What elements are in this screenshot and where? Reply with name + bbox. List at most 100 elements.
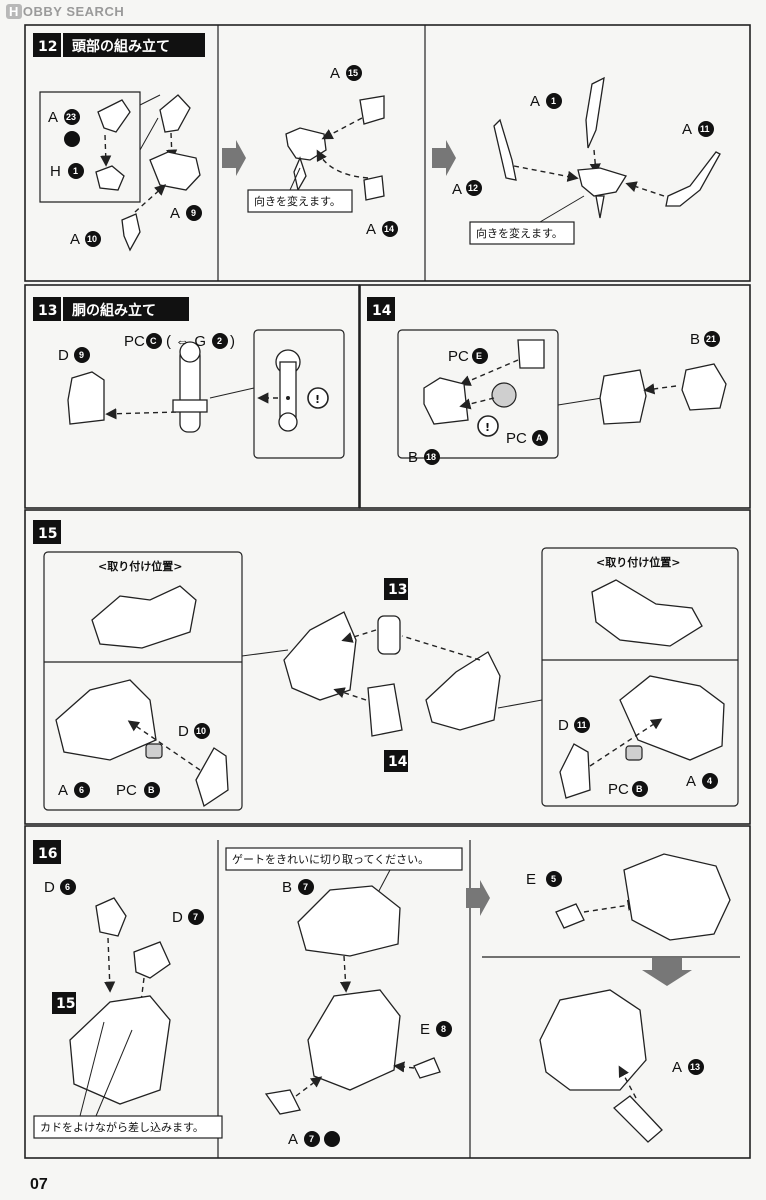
step-14-panel: 14 PC E ! PC A B 18 B 21 bbox=[359, 284, 751, 509]
part-a7 bbox=[264, 1089, 301, 1115]
svg-text:11: 11 bbox=[700, 124, 710, 134]
svg-text:15: 15 bbox=[38, 526, 57, 542]
step-12-number: 12 bbox=[38, 39, 57, 55]
part-body-assembled bbox=[599, 369, 647, 425]
detail-frame bbox=[397, 329, 559, 459]
part-a10 bbox=[121, 213, 141, 252]
svg-text:C: C bbox=[150, 336, 157, 346]
part-pc-b-left bbox=[145, 743, 163, 759]
part-d9 bbox=[67, 371, 105, 425]
part-a14 bbox=[363, 175, 385, 201]
arrow-right-1 bbox=[222, 140, 246, 176]
subassembly-frame bbox=[39, 91, 141, 203]
svg-text:2: 2 bbox=[217, 336, 222, 346]
svg-text:H: H bbox=[50, 163, 61, 180]
part-torso-left bbox=[283, 611, 357, 701]
svg-text:A: A bbox=[536, 433, 543, 443]
part-torso-rotated bbox=[623, 853, 731, 941]
part-b21 bbox=[681, 363, 727, 411]
step-12-panel: 12 頭部の組み立て A 23 H 1 A 9 A 10 A 15 A 14 bbox=[24, 24, 751, 282]
svg-text:A: A bbox=[288, 1131, 298, 1148]
svg-text:13: 13 bbox=[690, 1062, 700, 1072]
svg-text:21: 21 bbox=[706, 334, 716, 344]
svg-text:14: 14 bbox=[372, 303, 392, 319]
svg-text:B: B bbox=[282, 879, 292, 896]
svg-text:6: 6 bbox=[79, 785, 84, 795]
step-12-frame bbox=[24, 24, 751, 282]
step-12-title: 頭部の組み立て bbox=[72, 38, 170, 55]
part-d10 bbox=[195, 747, 229, 808]
svg-text:4: 4 bbox=[707, 776, 712, 786]
svg-text:14: 14 bbox=[388, 754, 408, 770]
part-pc-e bbox=[517, 339, 545, 369]
part-a4 bbox=[619, 675, 725, 761]
svg-text:B: B bbox=[408, 449, 418, 466]
caution-icon bbox=[307, 387, 329, 409]
svg-text:10: 10 bbox=[196, 726, 206, 736]
part-13-assembly bbox=[377, 615, 401, 655]
step-15-frame bbox=[24, 509, 751, 825]
part-d7 bbox=[133, 941, 171, 979]
svg-text:A: A bbox=[530, 93, 540, 110]
svg-text:E: E bbox=[476, 351, 482, 361]
part-h1 bbox=[95, 165, 125, 191]
svg-text:A: A bbox=[366, 221, 376, 238]
svg-text:B: B bbox=[636, 784, 643, 794]
detail-frame bbox=[253, 329, 345, 459]
svg-text:PC: PC bbox=[116, 782, 137, 799]
part-a23 bbox=[97, 99, 131, 133]
part-head-top bbox=[159, 94, 191, 133]
step-16-panel: 16 D 6 D 7 15 カドをよけながら差し込みます。 ゲートをきれいに切り… bbox=[24, 825, 751, 1159]
part-a12 bbox=[493, 118, 517, 181]
glue-icon bbox=[64, 131, 80, 147]
svg-text:D: D bbox=[558, 717, 569, 734]
part-a13 bbox=[613, 1095, 663, 1143]
part-pc-b-right bbox=[625, 745, 643, 761]
part-torso-right bbox=[425, 651, 501, 731]
svg-text:B: B bbox=[690, 331, 700, 348]
svg-text:PC: PC bbox=[448, 348, 469, 365]
part-a1 bbox=[585, 76, 605, 149]
step-16-frame bbox=[24, 825, 751, 1159]
svg-text:A: A bbox=[452, 181, 462, 198]
position-view-left bbox=[91, 585, 197, 649]
part-b18 bbox=[423, 377, 469, 425]
detail-frame-left bbox=[43, 551, 243, 811]
svg-text:PC: PC bbox=[506, 430, 527, 447]
svg-text:): ) bbox=[230, 333, 235, 350]
svg-text:23: 23 bbox=[66, 112, 76, 122]
svg-text:7: 7 bbox=[309, 1134, 314, 1144]
svg-text:8: 8 bbox=[441, 1024, 446, 1034]
svg-text:( ⇔ G: ( ⇔ G bbox=[166, 333, 206, 350]
svg-text:E: E bbox=[526, 871, 536, 888]
svg-text:D: D bbox=[44, 879, 55, 896]
svg-text:D: D bbox=[178, 723, 189, 740]
part-d6 bbox=[95, 897, 127, 937]
step-13-frame bbox=[24, 284, 360, 509]
svg-text:胴の組み立て: 胴の組み立て bbox=[72, 302, 156, 319]
part-a15 bbox=[359, 95, 385, 125]
svg-text:A: A bbox=[48, 109, 58, 126]
step-15-panel: 15 <取り付け位置> A 6 PC B D 10 13 14 <取り付け位置>… bbox=[24, 509, 751, 825]
part-a6 bbox=[55, 679, 157, 761]
svg-text:A: A bbox=[672, 1059, 682, 1076]
svg-text:6: 6 bbox=[65, 882, 70, 892]
part-b7 bbox=[297, 885, 401, 957]
svg-text:A: A bbox=[70, 231, 80, 248]
svg-text:1: 1 bbox=[551, 96, 556, 106]
svg-text:E: E bbox=[420, 1021, 430, 1038]
arrow-right-2 bbox=[432, 140, 456, 176]
svg-text:!: ! bbox=[485, 421, 490, 434]
arrow-right-3 bbox=[466, 880, 490, 916]
detail-frame-right bbox=[541, 547, 739, 807]
svg-text:A: A bbox=[686, 773, 696, 790]
part-e5 bbox=[555, 903, 585, 929]
svg-text:10: 10 bbox=[87, 234, 97, 244]
step-14-frame bbox=[359, 284, 751, 509]
step-13-panel: 13 胴の組み立て D 9 PC C ( ⇔ G 2 ) ! bbox=[24, 284, 360, 509]
svg-text:9: 9 bbox=[79, 350, 84, 360]
svg-text:A: A bbox=[170, 205, 180, 222]
glue-icon bbox=[324, 1131, 340, 1147]
